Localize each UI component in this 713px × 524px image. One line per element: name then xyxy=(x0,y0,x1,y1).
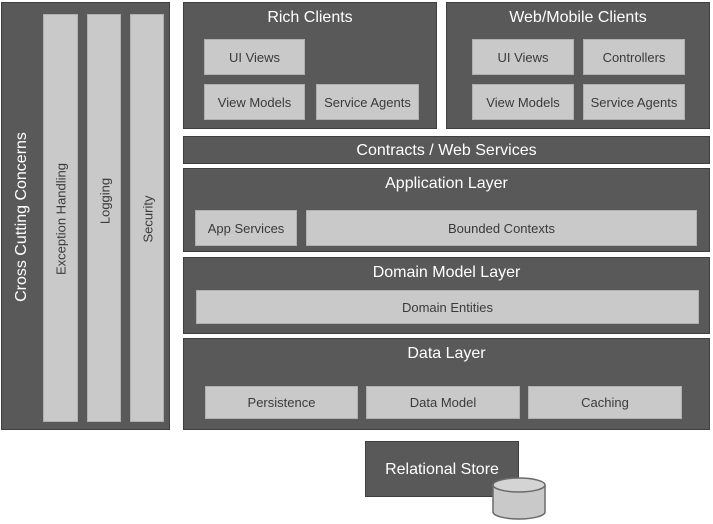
exception-handling-label: Exception Handling xyxy=(53,162,69,276)
app-services-box: App Services xyxy=(195,210,297,246)
web-service-agents-box: Service Agents xyxy=(583,84,685,120)
web-ui-views-box: UI Views xyxy=(472,39,574,75)
logging-column: Logging xyxy=(87,14,121,422)
domain-model-layer-title: Domain Model Layer xyxy=(372,264,521,281)
web-mobile-clients-panel: Web/Mobile Clients UI Views Controllers … xyxy=(446,2,710,129)
rich-clients-title: Rich Clients xyxy=(267,9,353,26)
data-layer-panel: Data Layer Persistence Data Model Cachin… xyxy=(183,338,710,430)
persistence-box: Persistence xyxy=(205,386,358,419)
relational-store-title: Relational Store xyxy=(385,461,499,478)
security-column: Security xyxy=(130,14,164,422)
data-layer-title: Data Layer xyxy=(407,345,486,362)
application-layer-panel: Application Layer App Services Bounded C… xyxy=(183,168,710,252)
web-mobile-clients-title: Web/Mobile Clients xyxy=(509,9,647,26)
database-cylinder-icon xyxy=(492,477,546,520)
contracts-web-services-panel: Contracts / Web Services xyxy=(183,136,710,164)
contracts-web-services-title: Contracts / Web Services xyxy=(356,142,537,159)
web-view-models-box: View Models xyxy=(472,84,574,120)
relational-store-panel: Relational Store xyxy=(365,441,519,497)
rich-view-models-box: View Models xyxy=(204,84,305,120)
exception-handling-column: Exception Handling xyxy=(43,14,78,422)
bounded-contexts-box: Bounded Contexts xyxy=(306,210,697,246)
caching-box: Caching xyxy=(528,386,682,419)
security-label: Security xyxy=(140,195,156,243)
cross-cutting-concerns-title: Cross Cutting Concerns xyxy=(13,132,30,302)
rich-clients-panel: Rich Clients UI Views View Models Servic… xyxy=(183,2,437,129)
application-layer-title: Application Layer xyxy=(385,175,508,192)
web-controllers-box: Controllers xyxy=(583,39,685,75)
domain-entities-box: Domain Entities xyxy=(196,290,699,324)
rich-service-agents-box: Service Agents xyxy=(316,84,419,120)
data-model-box: Data Model xyxy=(366,386,520,419)
logging-label: Logging xyxy=(97,177,113,225)
rich-ui-views-box: UI Views xyxy=(204,39,305,75)
domain-model-layer-panel: Domain Model Layer Domain Entities xyxy=(183,257,710,334)
cross-cutting-concerns-panel: Cross Cutting Concerns Exception Handlin… xyxy=(1,2,170,430)
